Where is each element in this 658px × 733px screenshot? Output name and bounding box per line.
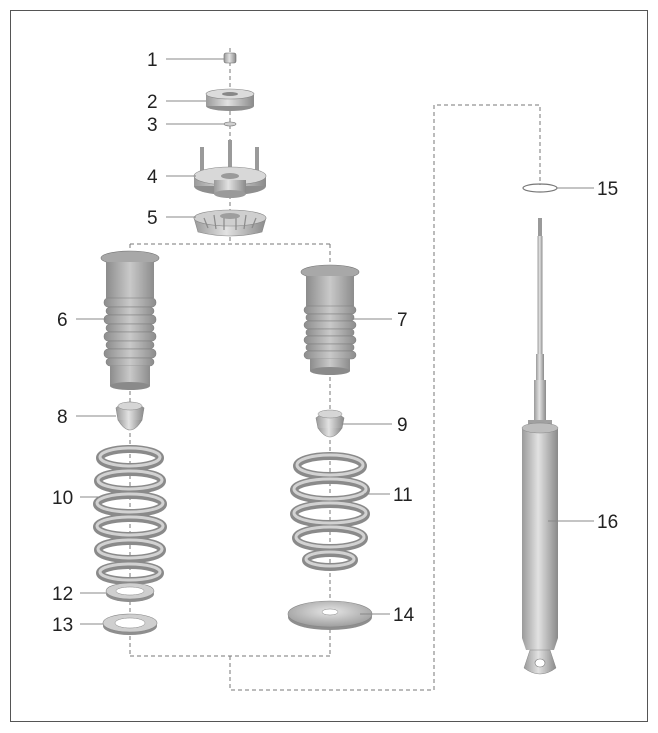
callout-11: 11: [393, 485, 413, 506]
part-11-coil-spring: [290, 452, 370, 571]
part-5-spring-pad: [193, 209, 267, 237]
callout-2: 2: [147, 92, 158, 113]
part-16-shock-absorber: [521, 218, 559, 675]
callout-6: 6: [57, 310, 68, 331]
callout-4: 4: [147, 167, 158, 188]
part-3-washer: [223, 121, 237, 127]
leader-lines: [76, 58, 594, 625]
callout-16: 16: [597, 512, 618, 533]
part-8-bump-stop: [115, 401, 145, 431]
part-15-o-ring: [522, 183, 558, 193]
callout-7: 7: [397, 310, 408, 331]
callout-8: 8: [57, 407, 68, 428]
callout-numbers: 1 2 3 4 5 6 7 8 9 10 11 12 13 14 15 16: [52, 50, 618, 636]
part-10-coil-spring: [93, 445, 167, 585]
callout-13: 13: [52, 615, 73, 636]
part-13-shim-ring: [102, 613, 158, 635]
callout-9: 9: [397, 415, 408, 436]
part-1-nut: [223, 52, 237, 64]
callout-12: 12: [52, 584, 73, 605]
part-9-bump-stop: [315, 409, 345, 438]
callout-1: 1: [147, 50, 158, 71]
part-14-spring-disc: [287, 600, 373, 630]
callout-10: 10: [52, 488, 73, 509]
part-2-ring: [205, 88, 255, 111]
part-7-dust-boot: [300, 264, 360, 375]
part-12-spring-seat: [105, 582, 155, 602]
callout-3: 3: [147, 115, 158, 136]
part-6-dust-boot: [100, 250, 160, 390]
callout-15: 15: [597, 179, 618, 200]
callout-5: 5: [147, 208, 158, 229]
part-4-top-mount: [193, 140, 267, 198]
callout-14: 14: [393, 605, 415, 626]
